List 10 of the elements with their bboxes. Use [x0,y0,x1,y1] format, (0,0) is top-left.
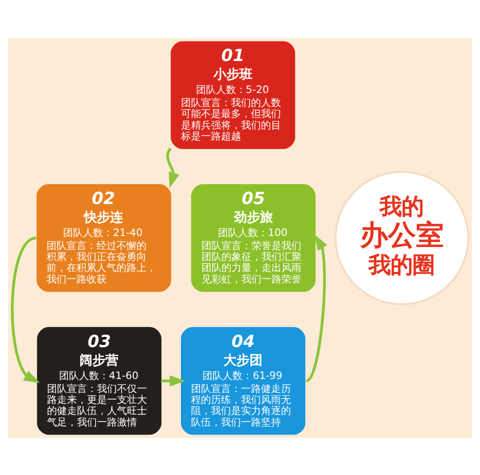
node-box: 01 小步班 团队人数：5-20 团队宣言：我们的人数可能不是最多，但我们是精兵强将，我们的目标是一路超越 [170,40,296,148]
node-box: 04 大步团 团队人数：61-99 团队宣言：一路健走历程的历练，我们风雨无阻，我们是实力角逐的队伍，我们一路坚持 [180,326,306,434]
arrow [306,234,328,382]
node-box: 02 快步连 团队人数：21-40 团队宣言：经过不懈的积累，我们正在奋勇向前，在积累人气的路上，我们一路收获 [36,184,172,292]
arrow [10,236,40,382]
node-box: 05 劲步旅 团队人数：100 团队宣言：荣誉是我们团队的象征，我们汇聚团队的力量，走出风雨见彩虹，我们一路荣誉 [191,184,316,292]
node-box: 03 阔步营 团队人数：41-60 团队宣言：我们不仅一路走来，更是一支壮大的健走队伍，人气旺士气足，我们一路激情 [37,326,162,434]
node-circle: 我的办公室我的圈 [334,170,470,305]
arrow [166,147,180,188]
arrow [161,374,186,386]
